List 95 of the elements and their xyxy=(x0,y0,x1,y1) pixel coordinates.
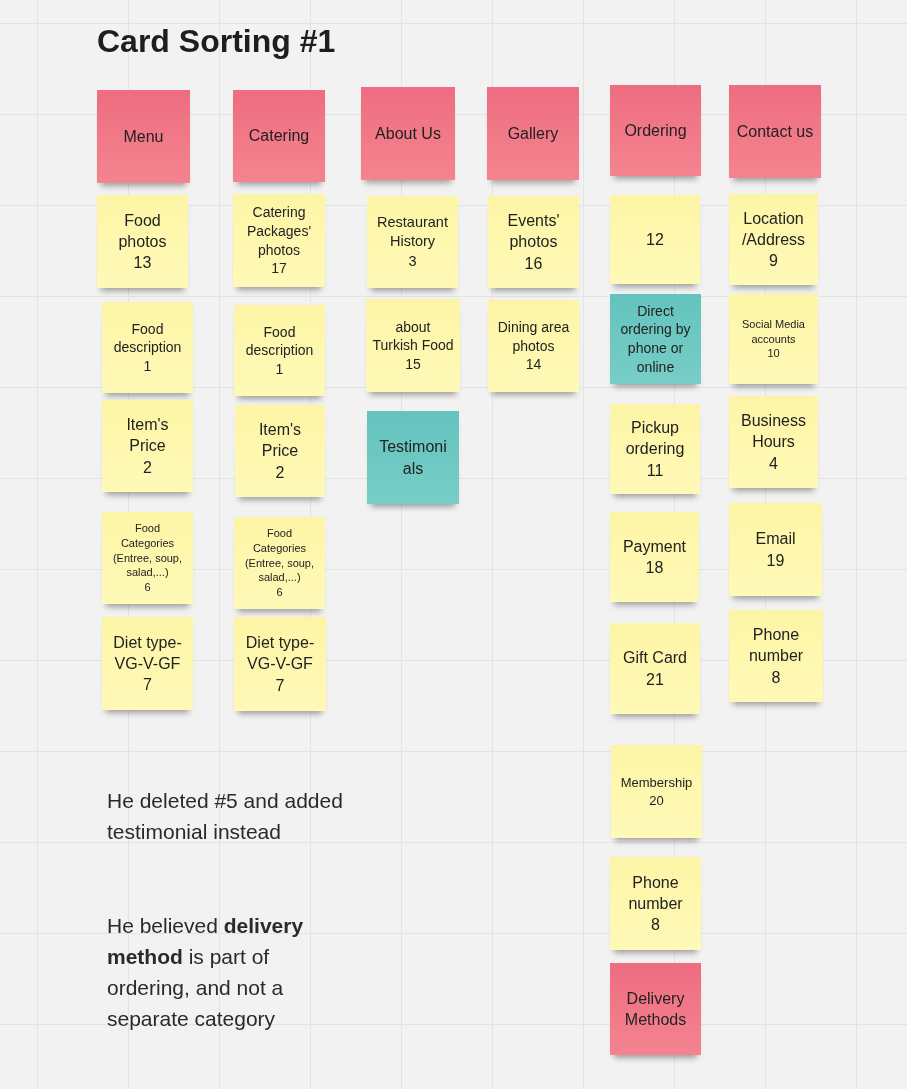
card-note xyxy=(610,195,700,284)
note-text: Catering Packages' photos xyxy=(245,203,313,260)
note-text: Ordering xyxy=(624,120,687,141)
note-text: about Turkish Food xyxy=(371,317,455,355)
note-text: Food description xyxy=(112,319,183,357)
note-text: Item's Price xyxy=(257,420,303,462)
card-note xyxy=(234,517,325,609)
note-text: Membership xyxy=(620,774,693,792)
note-text: Dining area photos xyxy=(496,318,571,356)
note-text: 6 xyxy=(276,584,283,600)
note-text: 10 xyxy=(767,346,780,361)
card-note xyxy=(235,405,325,497)
card-note xyxy=(367,411,459,504)
note-text: Social Media accounts xyxy=(741,317,806,347)
note-text: Direct ordering by phone or online xyxy=(619,301,692,377)
note-text: Item's Price xyxy=(125,415,170,457)
category-note xyxy=(729,85,821,178)
note-text: Diet type-VG-V-GF xyxy=(244,633,316,675)
card-note xyxy=(488,196,579,288)
card-note xyxy=(610,623,700,714)
category-note xyxy=(610,85,701,176)
category-note xyxy=(361,87,455,180)
card-note xyxy=(610,512,699,602)
note-text: Catering xyxy=(248,126,310,147)
card-note xyxy=(488,300,579,392)
card-note xyxy=(234,305,325,396)
note-text: Food description xyxy=(244,322,315,360)
card-note xyxy=(610,294,701,384)
card-note xyxy=(102,512,193,604)
note-text: Location /Address xyxy=(740,208,807,250)
card-note xyxy=(366,299,460,392)
card-note xyxy=(729,610,823,702)
note-text: 7 xyxy=(143,675,152,696)
note-text: Events' photos xyxy=(506,211,561,253)
note-text: Phone number xyxy=(627,872,684,914)
note-text: 4 xyxy=(769,453,778,474)
note-text: 9 xyxy=(769,251,778,272)
note-text: Food Categories (Entree, soup, salad,...) xyxy=(111,521,184,580)
note-text: 15 xyxy=(405,354,421,374)
note-text: Food photos xyxy=(117,210,168,252)
note-text: Phone number xyxy=(747,625,805,667)
note-text: 8 xyxy=(771,667,781,688)
note-text: Payment xyxy=(622,536,687,557)
category-note xyxy=(97,90,190,183)
card-note xyxy=(729,503,822,596)
card-note xyxy=(729,396,818,488)
note-text: 17 xyxy=(271,259,287,278)
note-text: 1 xyxy=(143,356,152,376)
note-text: He believed delivery method is part of ordering, and not a separate category xyxy=(107,913,305,1032)
note-text: 2 xyxy=(143,457,152,478)
note-text: 13 xyxy=(133,253,152,274)
card-note xyxy=(611,745,702,838)
note-text: About Us xyxy=(375,123,441,144)
note-text: 8 xyxy=(651,915,660,936)
note-text: Food Categories (Entree, soup, salad,...) xyxy=(243,526,316,585)
category-note xyxy=(233,90,325,182)
note-text: 12 xyxy=(646,229,664,250)
note-text: Restaurant History xyxy=(376,213,449,252)
note-text: 11 xyxy=(646,460,664,481)
card-note xyxy=(102,400,193,492)
card-note xyxy=(234,617,326,711)
note-text: 1 xyxy=(275,359,284,379)
note-text: 20 xyxy=(649,791,664,809)
note-text: Pickup ordering xyxy=(624,418,686,460)
note-text: Gallery xyxy=(507,123,559,144)
card-note xyxy=(102,617,193,710)
note-text: Menu xyxy=(123,126,164,147)
category-note xyxy=(610,963,701,1055)
card-note xyxy=(97,195,188,288)
note-text: Contact us xyxy=(736,121,814,142)
note-text: 18 xyxy=(645,558,664,578)
note-text: Email xyxy=(755,529,796,550)
note-text: 14 xyxy=(525,355,542,374)
card-note xyxy=(729,194,818,285)
note-text: Diet type-VG-V-GF xyxy=(112,632,183,674)
card-note xyxy=(233,194,325,287)
note-text: 21 xyxy=(646,669,664,690)
note-text: He deleted #5 and added testimonial instead xyxy=(107,788,344,845)
title: Card Sorting #1 xyxy=(97,22,336,61)
note-text: 16 xyxy=(524,253,543,274)
note-text: Delivery Methods xyxy=(623,988,688,1030)
category-note xyxy=(487,87,579,180)
card-note xyxy=(610,857,701,950)
note-text: Testimonials xyxy=(378,437,448,479)
card-note xyxy=(367,196,458,288)
card-note xyxy=(102,302,193,393)
note-text: 7 xyxy=(275,675,285,696)
note-text: Gift Card xyxy=(623,648,687,669)
note-text: Business Hours xyxy=(740,411,807,453)
note-text: 19 xyxy=(766,550,785,571)
note-text: 2 xyxy=(275,462,285,483)
card-note xyxy=(729,294,818,384)
card-note xyxy=(610,404,700,494)
note-text: 6 xyxy=(144,579,151,595)
note-text: 3 xyxy=(408,251,417,271)
